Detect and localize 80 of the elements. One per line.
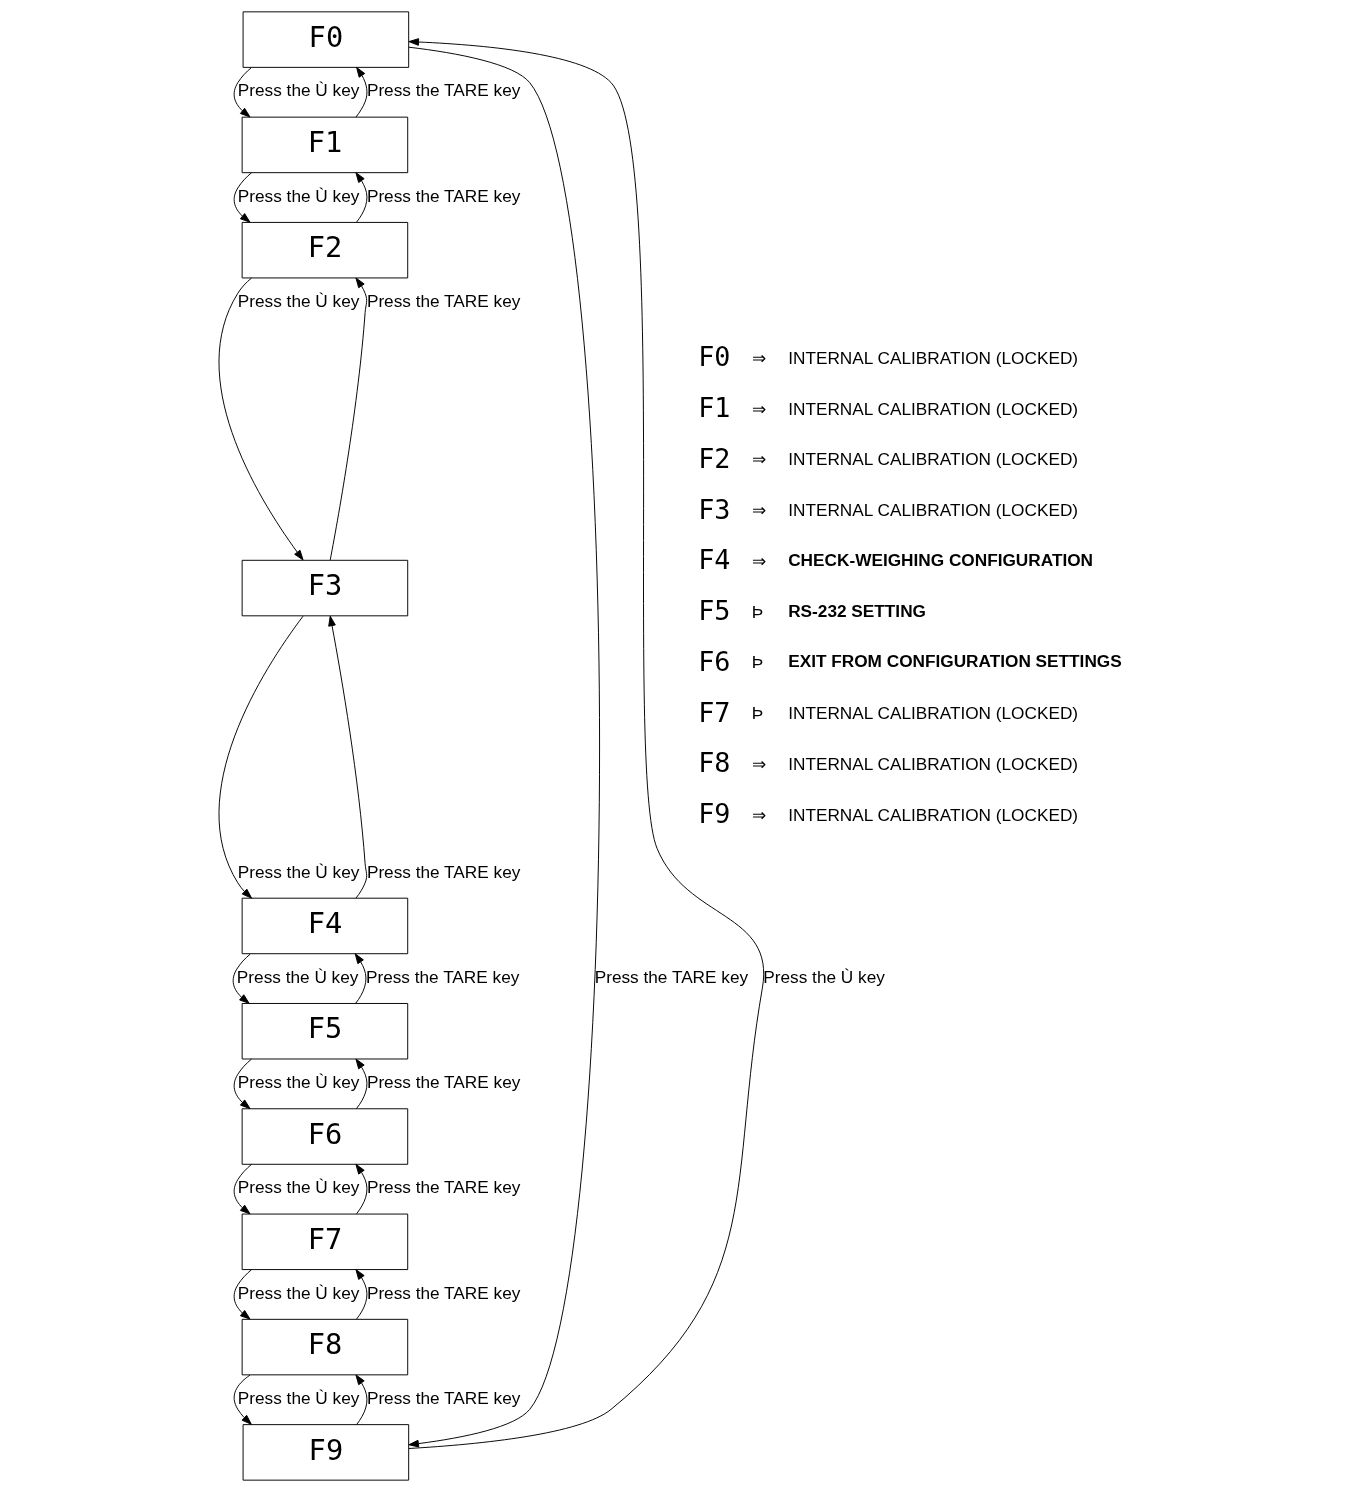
edge-label: Press the Ù key <box>237 291 359 312</box>
label: INTERNAL CALIBRATION (LOCKED) <box>787 347 1078 368</box>
arrow <box>232 953 251 1004</box>
edge-label: Press the TARE key <box>594 966 748 987</box>
node-box: F5 <box>241 1003 408 1060</box>
label: F8 <box>697 747 730 779</box>
label: F0 <box>697 341 730 373</box>
arrow <box>354 1058 367 1109</box>
node-box: F3 <box>241 559 408 617</box>
arrow <box>329 277 367 561</box>
label: ⇒ <box>751 550 766 571</box>
edge-label: Press the Ù key <box>237 1072 359 1093</box>
label: ⇒ <box>751 804 766 825</box>
label: Þ <box>751 601 763 622</box>
label: F7 <box>697 696 730 728</box>
node-box: F9 <box>242 1424 409 1481</box>
label: CHECK-WEIGHING CONFIGURATION <box>787 549 1093 570</box>
label: INTERNAL CALIBRATION (LOCKED) <box>787 753 1078 774</box>
edge-label: Press the Ù key <box>237 80 359 101</box>
edge-label: Press the TARE key <box>366 1282 520 1303</box>
label: INTERNAL CALIBRATION (LOCKED) <box>787 449 1078 470</box>
arrow <box>354 1163 367 1215</box>
label: F9 <box>697 797 730 829</box>
edge-label: Press the Ù key <box>237 1282 359 1303</box>
label: INTERNAL CALIBRATION (LOCKED) <box>787 703 1078 724</box>
edge-label: Press the Ù key <box>237 861 359 882</box>
arrow <box>354 953 366 1004</box>
arrow <box>354 66 367 118</box>
label: ⇒ <box>751 398 766 419</box>
edge-label: Press the Ù key <box>236 966 358 987</box>
edge-label: Press the TARE key <box>366 80 520 101</box>
arrow <box>327 615 367 899</box>
label: ⇒ <box>751 753 766 774</box>
label: F4 <box>697 544 730 576</box>
label: EXIT FROM CONFIGURATION SETTINGS <box>787 651 1122 672</box>
edge-label: Press the TARE key <box>366 1387 520 1408</box>
edge-label: Press the Ù key <box>237 185 359 206</box>
edge-label: Press the TARE key <box>366 861 520 882</box>
arrow <box>354 1374 367 1426</box>
label: F5 <box>697 595 730 627</box>
edge-label: Press the TARE key <box>366 1177 520 1198</box>
edge-label: Press the Ù key <box>762 966 885 987</box>
node-box: F0 <box>242 11 409 68</box>
arrow <box>407 38 764 1449</box>
label: ⇒ <box>751 500 766 521</box>
label: F3 <box>697 493 730 525</box>
label: INTERNAL CALIBRATION (LOCKED) <box>787 398 1078 419</box>
arrow <box>233 1163 252 1215</box>
arrow <box>354 1269 367 1320</box>
node-box: F7 <box>241 1213 408 1271</box>
arrow <box>233 1374 252 1425</box>
edge-label: Press the Ù key <box>237 1177 359 1198</box>
label: ⇒ <box>751 347 766 368</box>
label: ⇒ <box>751 449 766 470</box>
arrow <box>233 1058 252 1109</box>
node-box: F2 <box>241 221 408 279</box>
label: F6 <box>697 645 730 677</box>
node-box: F4 <box>241 897 408 955</box>
node-box: F1 <box>241 116 408 174</box>
arrow <box>233 1269 252 1320</box>
label: Þ <box>751 652 763 673</box>
arrow <box>218 277 304 561</box>
arrow <box>233 67 252 118</box>
arrow <box>233 172 252 223</box>
label: F2 <box>697 442 730 474</box>
edge-label: Press the TARE key <box>365 966 519 987</box>
edge-label: Press the Ù key <box>237 1387 359 1408</box>
label: INTERNAL CALIBRATION (LOCKED) <box>787 500 1078 521</box>
label: RS-232 SETTING <box>787 600 926 621</box>
node-box: F6 <box>241 1108 408 1165</box>
arrow <box>218 615 304 899</box>
label: F1 <box>697 392 730 424</box>
label: Þ <box>751 703 763 724</box>
edge-label: Press the TARE key <box>366 1072 520 1093</box>
node-box: F8 <box>241 1318 408 1376</box>
edge-label: Press the TARE key <box>366 185 520 206</box>
edge-label: Press the TARE key <box>366 291 520 312</box>
arrow <box>407 46 600 1448</box>
label: INTERNAL CALIBRATION (LOCKED) <box>787 804 1078 825</box>
arrow <box>354 172 367 223</box>
